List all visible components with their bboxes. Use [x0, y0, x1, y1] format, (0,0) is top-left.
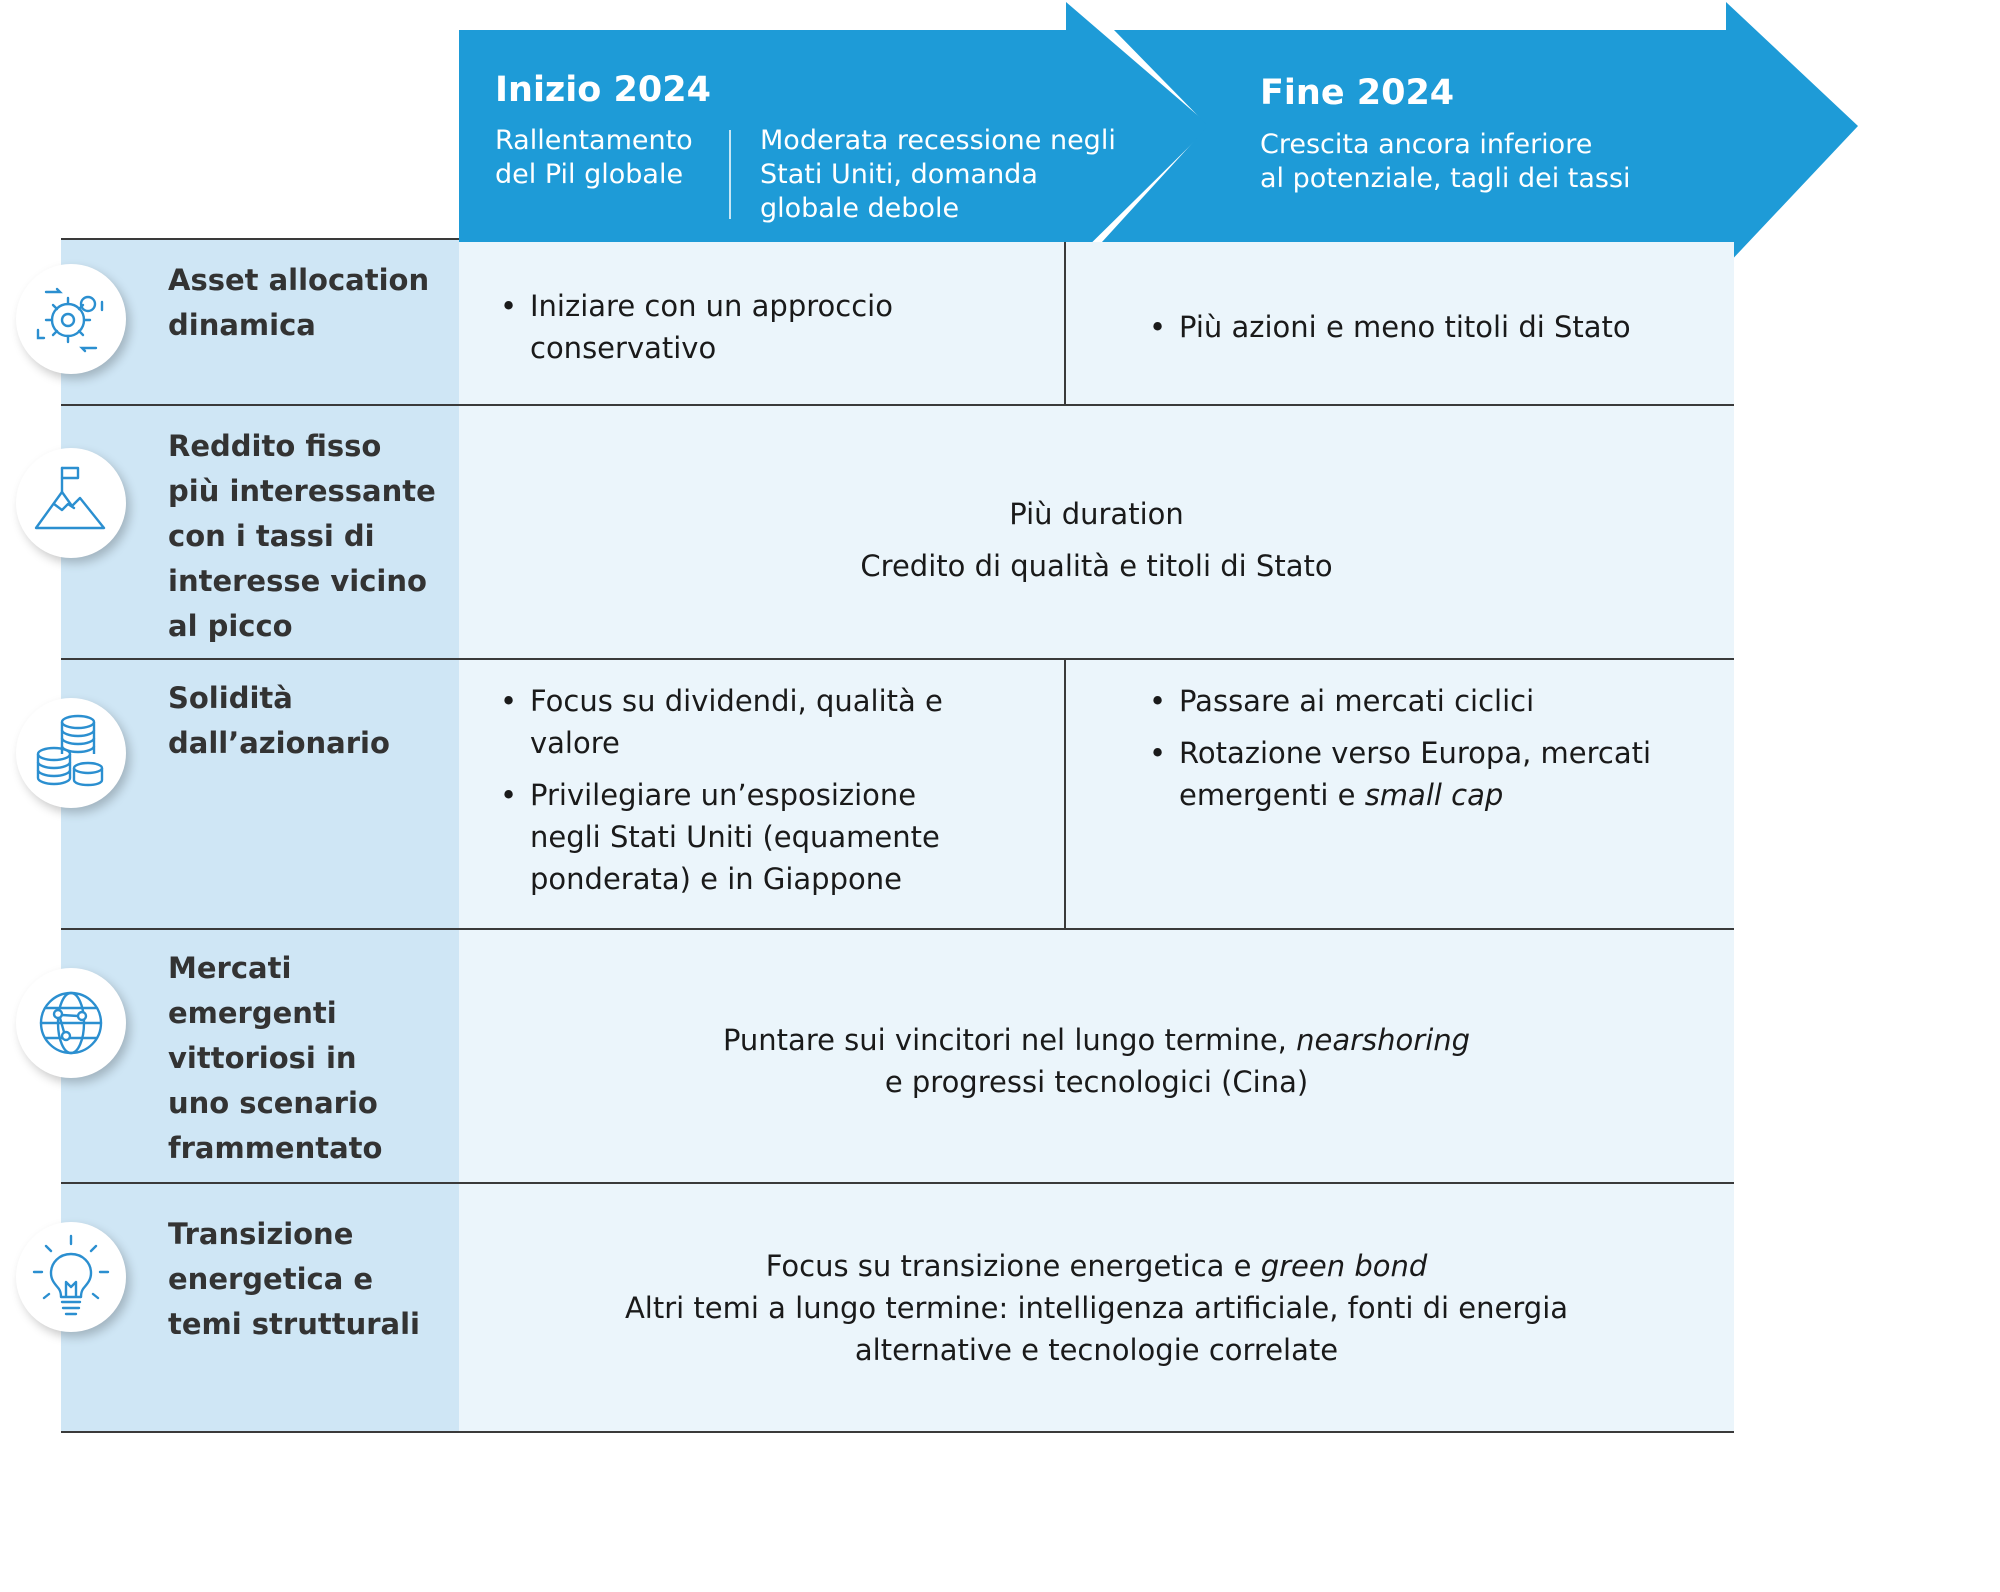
bullet-text: Iniziare con un approccio: [530, 289, 893, 323]
phase1-title: Inizio 2024: [495, 70, 711, 110]
theme-column: [61, 240, 459, 1433]
row5-center-text: Focus su transizione energetica e green …: [459, 1245, 1734, 1371]
row-title-line: interesse vicino: [168, 564, 427, 598]
phase1-col2-line: globale debole: [760, 193, 960, 224]
row-divider: [61, 1431, 1734, 1433]
row-title-line: Transizione: [168, 1217, 354, 1251]
globe-network-icon: [16, 968, 126, 1078]
center-text-italic: green bond: [1260, 1249, 1428, 1283]
center-line: Puntare sui vincitori nel lungo termine,…: [459, 1019, 1734, 1061]
mountain-flag-icon: [16, 448, 126, 558]
bullet-text: emergenti e: [1179, 778, 1365, 812]
center-line: alternative e tecnologie correlate: [854, 1333, 1339, 1367]
center-text-italic: nearshoring: [1296, 1023, 1471, 1057]
phase1-col1-line: del Pil globale: [495, 159, 684, 190]
row2-center-text: Più duration Credito di qualità e titoli…: [459, 488, 1734, 592]
bullet-item: Rotazione verso Europa, mercati emergenti…: [1147, 732, 1727, 816]
phase2-sub-line: al potenziale, tagli dei tassi: [1260, 163, 1631, 194]
phase2-title: Fine 2024: [1260, 73, 1455, 113]
row-title-line: al picco: [168, 609, 293, 643]
row3-left-bullets: Focus su dividendi, qualità e valore Priv…: [498, 680, 1053, 910]
phase1-col1-line: Rallentamento: [495, 125, 693, 156]
center-text: Focus su transizione energetica e: [765, 1249, 1261, 1283]
phase1-subtitle-left: Rallentamento del Pil globale: [495, 124, 693, 192]
bullet-item: Più azioni e meno titoli di Stato: [1147, 306, 1707, 348]
center-line: e progressi tecnologici (Cina): [884, 1065, 1309, 1099]
row-divider: [61, 238, 459, 240]
row-title-equity: Solidità dall’azionario: [168, 676, 458, 766]
row-title-line: frammentato: [168, 1131, 383, 1165]
header-divider: [729, 130, 731, 219]
phase1-col2-line: Stati Uniti, domanda: [760, 159, 1038, 190]
bullet-text: Privilegiare un’esposizione: [530, 778, 917, 812]
gears-icon: [16, 264, 126, 374]
center-line: Credito di qualità e titoli di Stato: [860, 549, 1333, 583]
row-title-line: Mercati: [168, 951, 292, 985]
bullet-item: Passare ai mercati ciclici: [1147, 680, 1727, 722]
row-title-line: emergenti: [168, 996, 337, 1030]
bullet-item: Iniziare con un approccio conservativo: [498, 285, 1038, 369]
row-title-fixed-income: Reddito fisso più interessante con i tas…: [168, 424, 458, 649]
row-divider: [61, 658, 1734, 660]
bullet-text: Passare ai mercati ciclici: [1179, 684, 1535, 718]
column-divider: [1064, 242, 1066, 404]
row-title-line: Asset allocation: [168, 263, 430, 297]
row-title-line: con i tassi di: [168, 519, 375, 553]
row-title-energy-transition: Transizione energetica e temi struttural…: [168, 1212, 458, 1347]
phase2-sub-line: Crescita ancora inferiore: [1260, 129, 1593, 160]
bullet-text: conservativo: [530, 331, 717, 365]
row-divider: [61, 404, 1734, 406]
phase2-subtitle: Crescita ancora inferiore al potenziale,…: [1260, 128, 1631, 196]
row-title-line: dinamica: [168, 308, 316, 342]
center-line: Altri temi a lungo termine: intelligenza…: [624, 1291, 1569, 1325]
bullet-item: Focus su dividendi, qualità e valore: [498, 680, 1053, 764]
row-title-line: dall’azionario: [168, 726, 390, 760]
row-title-line: Solidità: [168, 681, 293, 715]
bullet-text: negli Stati Uniti (equamente: [530, 820, 940, 854]
bullet-text: Rotazione verso Europa, mercati: [1179, 736, 1652, 770]
bullet-text: Focus su dividendi, qualità e: [530, 684, 943, 718]
bullet-text: Più azioni e meno titoli di Stato: [1179, 310, 1631, 344]
column-divider: [1064, 660, 1066, 928]
row1-right-bullets: Più azioni e meno titoli di Stato: [1147, 306, 1707, 358]
row1-left-bullets: Iniziare con un approccio conservativo: [498, 285, 1038, 379]
row-title-line: più interessante: [168, 474, 436, 508]
arrow-phase-1: [459, 2, 1210, 268]
row-title-line: energetica e: [168, 1262, 374, 1296]
bullet-text-italic: small cap: [1364, 778, 1504, 812]
center-line: Più duration: [1009, 497, 1184, 531]
row-divider: [61, 928, 1734, 930]
center-line: Focus su transizione energetica e green …: [459, 1245, 1734, 1287]
row-title-line: temi strutturali: [168, 1307, 420, 1341]
row-divider: [61, 1182, 1734, 1184]
lightbulb-icon: [16, 1222, 126, 1332]
bullet-item: Privilegiare un’esposizione negli Stati U…: [498, 774, 1053, 900]
row-title-asset-allocation: Asset allocation dinamica: [168, 258, 458, 348]
timeline-arrows: [459, 2, 1858, 268]
row-title-line: Reddito fisso: [168, 429, 382, 463]
row-title-emerging-markets: Mercati emergenti vittoriosi in uno scen…: [168, 946, 458, 1171]
bullet-text: valore: [530, 726, 620, 760]
row4-center-text: Puntare sui vincitori nel lungo termine,…: [459, 1019, 1734, 1103]
row3-right-bullets: Passare ai mercati ciclici Rotazione ver…: [1147, 680, 1727, 826]
center-text: Puntare sui vincitori nel lungo termine,: [722, 1023, 1297, 1057]
coins-icon: [16, 698, 126, 808]
row-title-line: uno scenario: [168, 1086, 378, 1120]
bullet-text: ponderata) e in Giappone: [530, 862, 902, 896]
arrow-phase-2: [1102, 2, 1858, 266]
row-title-line: vittoriosi in: [168, 1041, 357, 1075]
phase1-subtitle-right: Moderata recessione negli Stati Uniti, d…: [760, 124, 1116, 226]
phase1-col2-line: Moderata recessione negli: [760, 125, 1116, 156]
